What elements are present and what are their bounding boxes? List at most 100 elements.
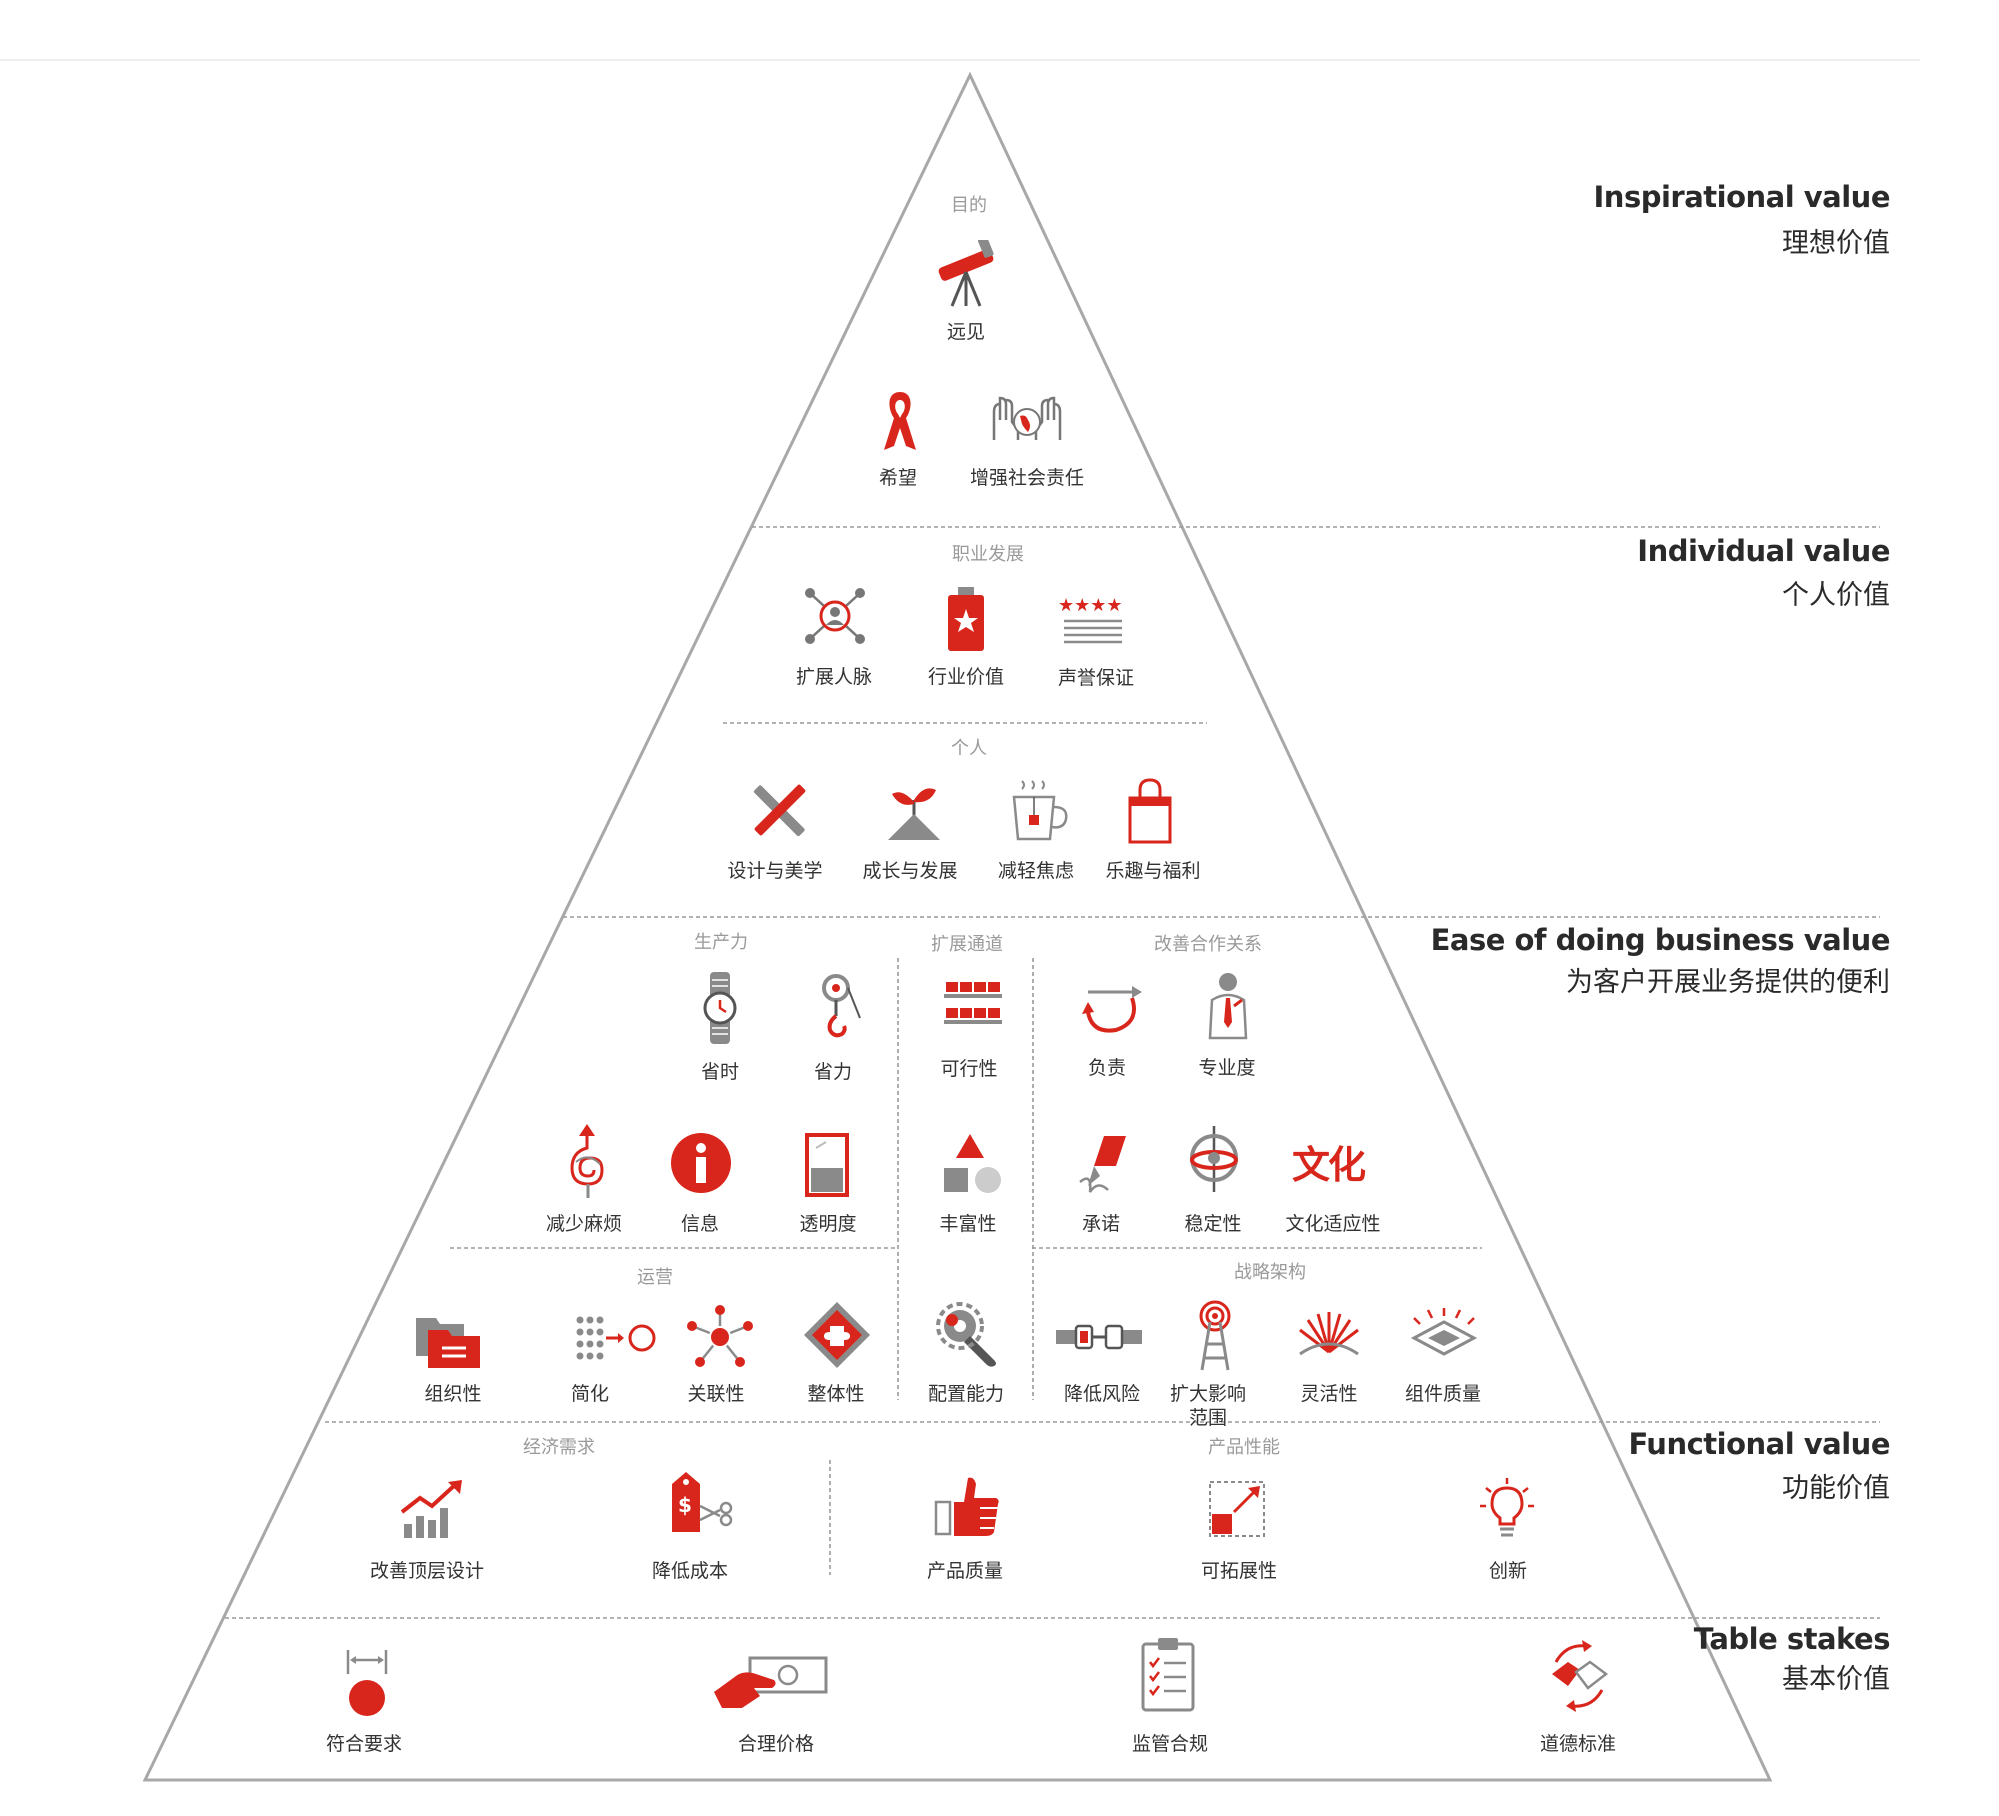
pulley-hook-icon [822, 974, 861, 1038]
thumbs-up-icon [934, 1477, 999, 1536]
pen-signature-icon [1079, 1136, 1126, 1193]
item-hassle-label: 减少麻烦 [545, 1213, 623, 1235]
item-flexibility-label: 灵活性 [1300, 1383, 1358, 1405]
section-career: 职业发展 [952, 544, 1024, 565]
hands-globe-icon [992, 396, 1062, 440]
tea-cup-icon [1012, 780, 1068, 841]
item-reach-label-line2: 范围 [1188, 1407, 1228, 1429]
item-reputation-label: 声誉保证 [1057, 667, 1135, 689]
item-specs-label: 符合要求 [325, 1733, 403, 1755]
tier-functional-title: Functional value [1628, 1427, 1890, 1461]
item-reach-label-line1: 扩大影响 [1169, 1383, 1247, 1405]
cycle-arrow-icon [1082, 986, 1142, 1033]
section-operations: 运营 [637, 1267, 673, 1288]
expand-arrow-icon [1209, 1481, 1265, 1537]
item-compliance-label: 监管合规 [1131, 1733, 1209, 1755]
radio-tower-icon [1199, 1300, 1231, 1371]
telescope-icon [938, 240, 994, 307]
shopping-bag-icon [1128, 778, 1172, 844]
item-culture-label: 文化适应性 [1285, 1213, 1381, 1235]
folders-icon [416, 1318, 480, 1368]
tier-table-subtitle: 基本价值 [1782, 1664, 1890, 1695]
item-risk-label: 降低风险 [1063, 1383, 1141, 1405]
item-integration-label: 整体性 [807, 1383, 865, 1405]
chip-icon [1410, 1308, 1478, 1356]
item-innovation-label: 创新 [1488, 1560, 1528, 1582]
item-component-label: 组件质量 [1404, 1383, 1482, 1405]
section-performance: 产品性能 [1208, 1437, 1280, 1458]
item-quality-label: 产品质量 [926, 1560, 1004, 1582]
gyroscope-icon [1190, 1126, 1238, 1192]
svg-text:$: $ [678, 1493, 692, 1517]
item-vision-label: 远见 [946, 321, 986, 343]
item-connection-label: 关联性 [687, 1383, 745, 1405]
item-availability-label: 可行性 [940, 1058, 998, 1080]
tier-individual-title: Individual value [1637, 534, 1890, 568]
handshake-icon [1552, 1640, 1609, 1712]
section-productivity: 生产力 [694, 932, 748, 953]
item-time-label: 省时 [700, 1061, 740, 1083]
glass-panel-icon [805, 1133, 849, 1197]
ribbon-icon [884, 392, 916, 450]
network-hub-icon [687, 1305, 753, 1367]
tier-ease-title: Ease of doing business value [1430, 923, 1891, 957]
item-network-label: 扩展人脉 [795, 666, 873, 688]
item-organization-label: 组织性 [424, 1383, 482, 1405]
tier-individual-subtitle: 个人价值 [1782, 580, 1890, 611]
pencil-ruler-icon [753, 784, 806, 837]
item-responsibility-label: 负责 [1087, 1057, 1127, 1079]
item-variety-label: 丰富性 [939, 1213, 997, 1235]
item-price-label: 合理价格 [737, 1733, 815, 1755]
tier-inspirational-subtitle: 理想价值 [1782, 228, 1890, 259]
wristwatch-icon [703, 972, 737, 1044]
culture-glyph-icon: 文化 [1292, 1143, 1366, 1187]
sprout-icon [888, 788, 940, 840]
item-simplification-label: 简化 [570, 1383, 610, 1405]
simplify-dots-icon [576, 1316, 656, 1360]
hand-money-icon [714, 1656, 828, 1708]
svg-text:★★★★: ★★★★ [1058, 595, 1123, 616]
item-growth-label: 成长与发展 [862, 860, 958, 882]
info-icon [671, 1133, 731, 1193]
fuse-icon [1056, 1324, 1142, 1350]
spring-burst-icon [1299, 1312, 1359, 1356]
section-economic: 经济需求 [523, 1437, 595, 1458]
item-effort-label: 省力 [813, 1061, 853, 1083]
item-hope-label: 希望 [878, 467, 918, 489]
stars-rating-icon: ★★★★ [1058, 595, 1123, 644]
clipboard-checklist-icon [1141, 1638, 1195, 1712]
item-design-label: 设计与美学 [727, 860, 823, 882]
item-transparency-label: 透明度 [799, 1213, 857, 1235]
price-tag-scissors-icon: $ [672, 1472, 733, 1532]
growth-chart-icon [400, 1480, 462, 1538]
tier-inspirational-title: Inspirational value [1593, 180, 1891, 214]
professional-person-icon [1208, 973, 1248, 1040]
item-stability-label: 稳定性 [1184, 1213, 1242, 1235]
wrench-gear-icon [936, 1302, 996, 1367]
store-shelves-icon [944, 982, 1002, 1024]
item-commitment-label: 承诺 [1081, 1213, 1121, 1235]
section-personal: 个人 [951, 738, 987, 759]
tier-table-title: Table stakes [1693, 1622, 1891, 1656]
item-topline-label: 改善顶层设计 [369, 1560, 485, 1582]
tier-ease-subtitle: 为客户开展业务提供的便利 [1566, 967, 1890, 998]
item-marketability-label: 行业价值 [927, 666, 1005, 688]
section-access: 扩展通道 [931, 934, 1003, 955]
network-icon [805, 588, 865, 644]
lightbulb-icon [1480, 1478, 1534, 1537]
item-configurability-label: 配置能力 [927, 1383, 1005, 1405]
section-relationship: 改善合作关系 [1154, 934, 1262, 955]
item-anxiety-label: 减轻焦虑 [997, 860, 1075, 882]
puzzle-diamond-icon [804, 1302, 870, 1368]
specs-measure-icon [346, 1650, 388, 1716]
tangled-arrow-icon [570, 1124, 604, 1198]
item-information-label: 信息 [680, 1213, 720, 1235]
item-cost-label: 降低成本 [651, 1560, 729, 1582]
item-social-label: 增强社会责任 [969, 467, 1085, 489]
section-strategy: 战略架构 [1234, 1262, 1306, 1283]
tier-functional-subtitle: 功能价值 [1782, 1473, 1890, 1504]
section-purpose: 目的 [951, 195, 987, 216]
item-expertise-label: 专业度 [1198, 1057, 1256, 1079]
